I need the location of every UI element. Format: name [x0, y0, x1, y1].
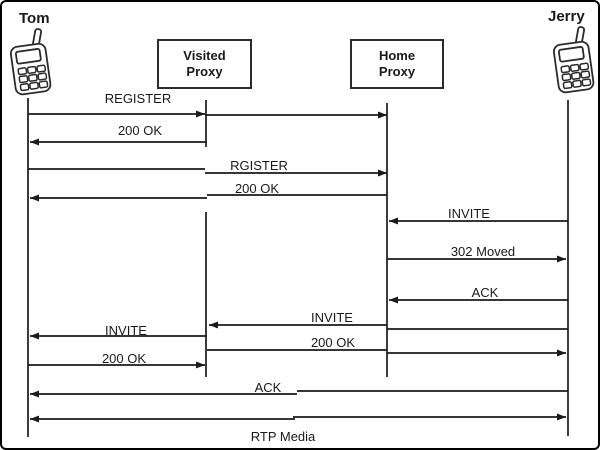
home-proxy-label-line2: Proxy — [378, 64, 416, 79]
message-label-invite: INVITE — [105, 323, 147, 338]
actor-label-jerry: Jerry — [548, 8, 585, 25]
arrowhead-invite — [30, 332, 39, 340]
visited-proxy-label-line1: Visited — [183, 48, 226, 63]
message-label-rtp-media: RTP Media — [250, 429, 316, 444]
message-label-rgister: RGISTER — [230, 158, 288, 173]
message-label-200-ok: 200 OK — [310, 335, 356, 350]
message-label-register: REGISTER — [104, 91, 172, 106]
arrowhead-invite — [389, 217, 398, 225]
arrowhead-ack — [389, 296, 398, 304]
actor-label-tom: Tom — [19, 10, 50, 27]
message-label-ack: ACK — [254, 380, 282, 395]
mobile-phone-icon-tom — [9, 28, 52, 96]
arrowhead-register — [196, 110, 205, 118]
arrowhead-200-ok — [30, 194, 39, 202]
message-label-302-moved: 302 Moved — [450, 244, 516, 259]
home-proxy-label-line1: Home — [378, 48, 416, 63]
message-label-200-ok: 200 OK — [117, 123, 163, 138]
arrowhead-register — [378, 111, 387, 119]
arrowhead-200-ok — [557, 349, 566, 357]
arrowhead-rgister — [378, 169, 387, 177]
visited-proxy-box: Visited Proxy — [157, 39, 252, 89]
message-label-invite: INVITE — [311, 310, 353, 325]
mobile-phone-icon-jerry — [552, 26, 595, 94]
arrowhead-302-moved — [557, 255, 566, 263]
arrowhead-invite — [209, 321, 218, 329]
arrowhead-ack — [30, 390, 39, 398]
arrowhead-rtp-media — [557, 413, 566, 421]
message-label-ack: ACK — [471, 285, 499, 300]
message-label-200-ok: 200 OK — [234, 181, 280, 196]
message-label-invite: INVITE — [448, 206, 490, 221]
visited-proxy-label-line2: Proxy — [186, 64, 223, 79]
arrowhead-200-ok — [30, 138, 39, 146]
home-proxy-box: Home Proxy — [350, 39, 444, 89]
arrowhead-200-ok — [196, 361, 205, 369]
message-label-200-ok: 200 OK — [101, 351, 147, 366]
arrowhead-rtp-media — [30, 415, 39, 423]
